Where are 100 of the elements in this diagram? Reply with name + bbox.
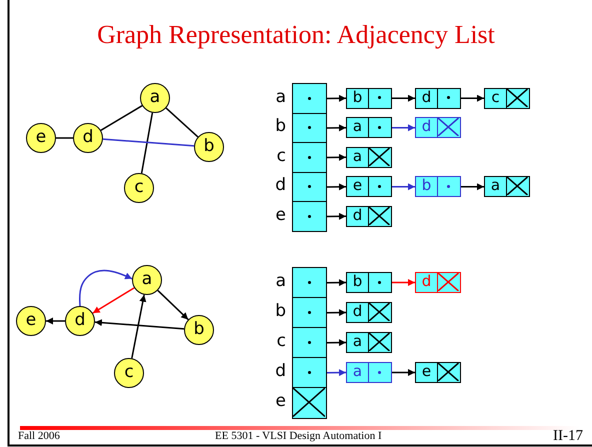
vertex-label: a: [150, 88, 160, 106]
arrow: [326, 212, 346, 220]
vertex-circle: [16, 306, 46, 336]
vertex-circle: [132, 265, 162, 295]
edge-line: [140, 112, 154, 174]
vertex-circle: [124, 173, 154, 203]
list-node: [346, 117, 392, 138]
node-label: e: [420, 363, 432, 382]
row-label: b: [274, 118, 286, 136]
vertex-circle: [114, 358, 144, 388]
vertex-label: e: [36, 128, 46, 146]
vertex-label: a: [142, 270, 152, 288]
node-label: a: [352, 333, 364, 352]
vertex-circle: [184, 315, 214, 345]
edge-line: [166, 108, 198, 138]
array-cell: [292, 142, 327, 173]
node-label: a: [490, 177, 502, 196]
list-node: [346, 88, 392, 109]
node-label: c: [490, 88, 501, 108]
list-node: [415, 176, 461, 198]
arrow: [461, 183, 484, 190]
node-label: d: [420, 118, 432, 138]
arrow: [392, 369, 415, 376]
node-label: a: [352, 363, 364, 382]
arrow: [326, 279, 346, 286]
arrow: [392, 94, 415, 102]
row-label: a: [274, 88, 286, 106]
arrow: [326, 183, 346, 190]
node-label: d: [420, 273, 432, 292]
vertex-label: e: [26, 312, 36, 328]
footer-text: EE 5301 - VLSI Design Automation I: [215, 430, 382, 442]
array-cell: [292, 297, 327, 328]
edge-line: [100, 105, 142, 131]
arrow: [326, 94, 346, 102]
list-node: [415, 117, 461, 138]
row-label: d: [274, 177, 286, 194]
list-node: [346, 362, 392, 383]
list-node: [346, 302, 392, 323]
node-label: d: [420, 88, 432, 108]
arrow: [326, 339, 346, 346]
array-cell: [292, 327, 327, 358]
row-label: b: [274, 303, 286, 320]
row-label: d: [274, 363, 286, 380]
list-node: [346, 176, 392, 198]
array-cell: [292, 83, 327, 114]
arrow: [326, 154, 346, 161]
vertex-circle: [73, 123, 103, 153]
vertex-circle: [140, 83, 170, 113]
vertex-label: c: [124, 364, 134, 380]
node-label: e: [352, 177, 364, 196]
arrow: [46, 318, 65, 324]
list-node: [415, 362, 461, 383]
footer-text: Fall 2006: [18, 430, 60, 442]
node-label: b: [420, 177, 432, 196]
array-cell: [292, 172, 327, 202]
vertex-circle: [26, 123, 56, 153]
array-cell: [292, 201, 327, 232]
arrow: [94, 319, 184, 330]
vertex-circle: [194, 132, 224, 162]
footer-text: II-17: [553, 428, 583, 445]
vertex-label: b: [204, 138, 214, 154]
list-node: [346, 332, 392, 353]
vertex-label: d: [74, 312, 86, 328]
node-label: d: [352, 206, 364, 226]
arrow: [157, 290, 189, 320]
row-label: e: [274, 206, 286, 224]
edge-line: [56, 137, 73, 139]
list-node: [346, 206, 392, 227]
arrow: [131, 294, 146, 358]
node-label: b: [352, 88, 364, 108]
row-label: c: [276, 333, 286, 350]
arrow: [78, 270, 132, 306]
array-cell: [292, 357, 327, 388]
array-cell: [292, 112, 327, 144]
list-node: [415, 88, 461, 109]
row-label: a: [274, 273, 286, 290]
row-label: e: [274, 393, 286, 410]
arrow: [326, 309, 346, 316]
vertex-circle: [65, 306, 95, 336]
list-node: [346, 146, 392, 168]
node-label: d: [352, 303, 364, 322]
arrow: [392, 183, 415, 190]
arrow: [326, 369, 346, 376]
node-label: b: [352, 273, 364, 292]
row-label: c: [276, 148, 286, 165]
arrow: [392, 124, 415, 132]
node-label: a: [352, 118, 364, 138]
node-label: a: [352, 148, 364, 167]
list-node: [484, 176, 530, 198]
arrow: [461, 94, 484, 102]
vertex-label: d: [82, 128, 94, 146]
array-cell: [292, 267, 327, 298]
list-node: [484, 88, 530, 109]
slide-title: Graph Representation: Adjacency List: [96, 20, 496, 50]
arrow: [326, 124, 346, 132]
list-node: [415, 272, 461, 293]
vertex-label: c: [134, 178, 144, 196]
arrow: [92, 287, 135, 314]
arrow: [392, 279, 415, 286]
edge-line: [102, 138, 194, 147]
